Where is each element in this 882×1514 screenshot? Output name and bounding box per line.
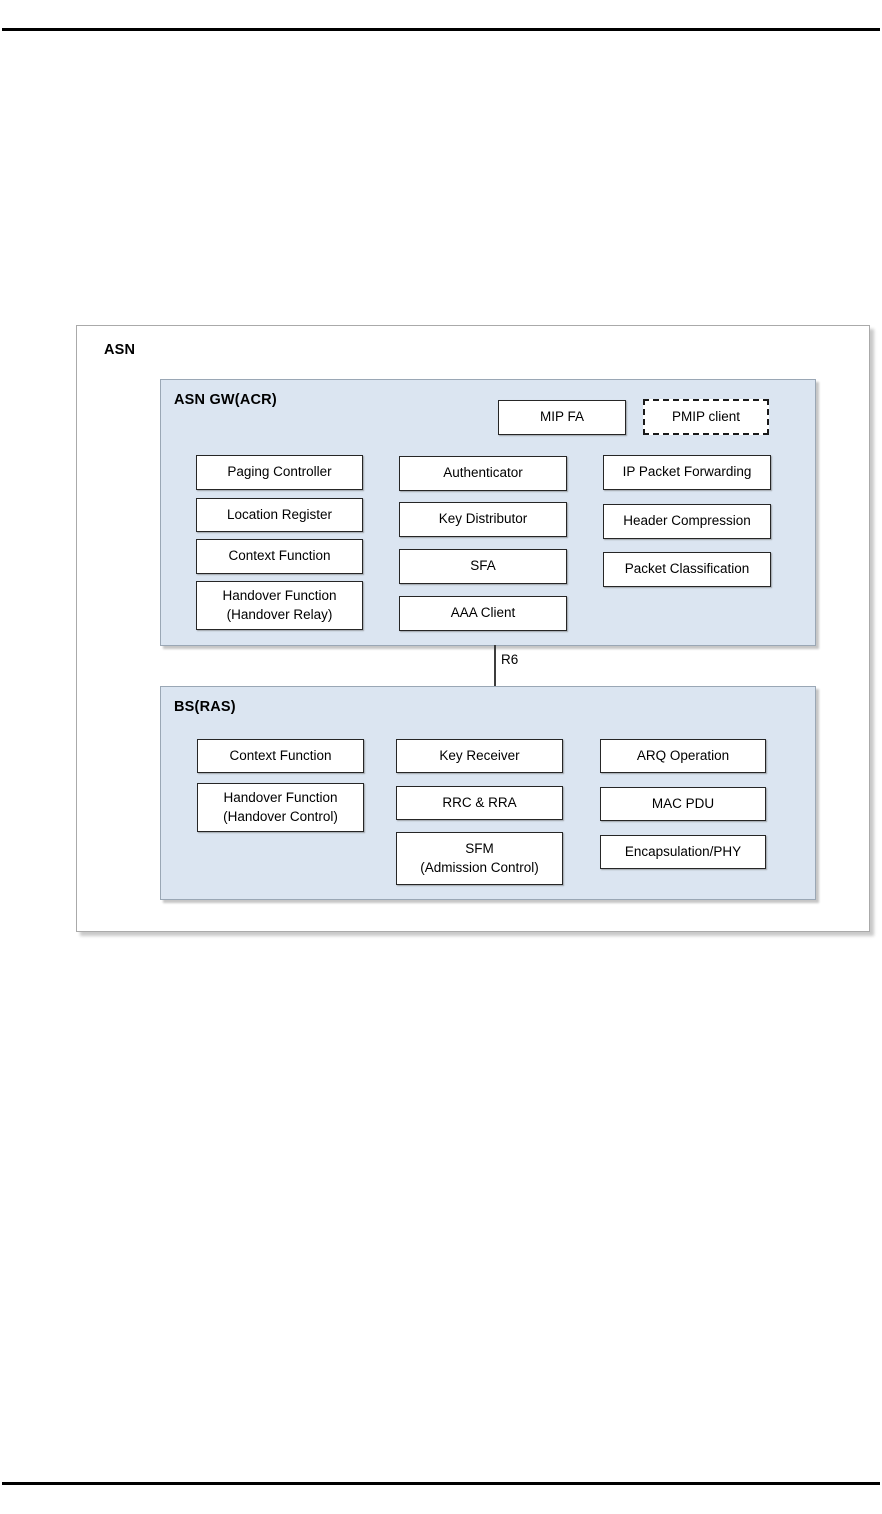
box-label: PMIP client: [671, 408, 741, 424]
box-mac-pdu: MAC PDU: [600, 787, 766, 821]
bs-ras-label: BS(RAS): [174, 699, 236, 715]
box-context-function-gw: Context Function: [196, 539, 363, 574]
box-label: SFA: [470, 558, 496, 574]
box-sublabel: (Handover Relay): [226, 606, 333, 622]
box-sfa: SFA: [399, 549, 567, 584]
box-label: Handover Function: [222, 588, 337, 604]
box-location-register: Location Register: [196, 498, 363, 532]
box-encapsulation-phy: Encapsulation/PHY: [600, 835, 766, 869]
bs-ras-panel: BS(RAS) Context Function Handover Functi…: [160, 686, 816, 900]
box-label: SFM: [465, 841, 494, 857]
box-header-compression: Header Compression: [603, 504, 771, 539]
box-key-receiver: Key Receiver: [396, 739, 563, 773]
box-packet-classification: Packet Classification: [603, 552, 771, 587]
box-key-distributor: Key Distributor: [399, 502, 567, 537]
box-label: Authenticator: [443, 465, 523, 481]
box-handover-function-control: Handover Function (Handover Control): [197, 783, 364, 832]
box-sublabel: (Handover Control): [223, 808, 338, 824]
box-label: Header Compression: [623, 513, 751, 529]
box-label: Context Function: [228, 548, 331, 564]
box-aaa-client: AAA Client: [399, 596, 567, 631]
asn-label: ASN: [104, 342, 136, 358]
page-header-rule: [2, 28, 880, 31]
box-authenticator: Authenticator: [399, 456, 567, 491]
box-context-function-bs: Context Function: [197, 739, 364, 773]
box-pmip-client: PMIP client: [643, 399, 769, 435]
box-label: Location Register: [226, 506, 333, 522]
box-sublabel: (Admission Control): [420, 859, 539, 875]
box-handover-function-relay: Handover Function (Handover Relay): [196, 581, 363, 630]
box-label: IP Packet Forwarding: [622, 464, 752, 480]
box-label: Paging Controller: [227, 464, 332, 480]
page-footer-rule: [2, 1482, 880, 1485]
box-label: RRC & RRA: [442, 794, 517, 810]
box-label: MAC PDU: [651, 795, 715, 811]
asn-gw-label: ASN GW(ACR): [174, 392, 277, 408]
box-label: Key Receiver: [439, 747, 520, 763]
box-arq-operation: ARQ Operation: [600, 739, 766, 773]
box-rrc-rra: RRC & RRA: [396, 786, 563, 820]
box-label: ARQ Operation: [636, 747, 730, 763]
box-label: Key Distributor: [438, 511, 528, 527]
box-label: Context Function: [229, 747, 332, 763]
asn-gw-panel: ASN GW(ACR) MIP FA PMIP client Paging Co…: [160, 379, 816, 646]
box-paging-controller: Paging Controller: [196, 455, 363, 490]
r6-label: R6: [501, 652, 519, 667]
box-label: Packet Classification: [624, 561, 750, 577]
box-label: Handover Function: [223, 790, 338, 806]
box-sfm-admission-control: SFM (Admission Control): [396, 832, 563, 885]
box-label: MIP FA: [539, 409, 584, 425]
box-mip-fa: MIP FA: [498, 400, 626, 435]
box-label: Encapsulation/PHY: [624, 843, 742, 859]
box-label: AAA Client: [450, 605, 516, 621]
asn-container: ASN ASN GW(ACR) MIP FA PMIP client Pagin…: [76, 325, 870, 932]
r6-connector-line: [494, 645, 496, 686]
box-ip-packet-forwarding: IP Packet Forwarding: [603, 455, 771, 490]
